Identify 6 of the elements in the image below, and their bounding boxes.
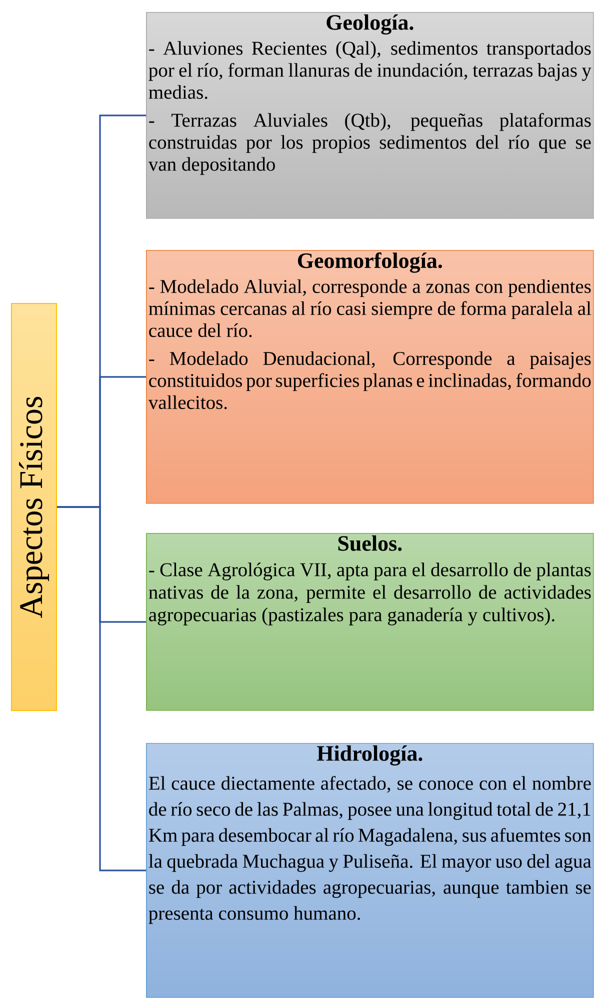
topic-box: Aspectos Físicos: [11, 303, 57, 711]
text-box: Suelos. - Clase Agrológica VII, apta para el desarrollo de plantas nativas de la zona, permite el desarrollo de actividades agropecuarias (pastizales para ganadería y cultivos).: [146, 533, 594, 711]
text-box: Geología. - Aluviones Recientes (Qal), sedimentos transportados por el río, forman llanuras de inundación, terrazas bajas y medias. - Terrazas Aluviales (Qtb), pequeñas plataformas construidas por los propios sedimentos del río que se van depositando: [146, 12, 594, 219]
text-box: Hidrología. El cauce diectamente afectado, se conoce con el nombre de río seco de las Palmas, posee una longitud total de 21,1 Km para desembocar al río Magadalena, sus afuemtes son la quebrada Muchagua y Puliseña. El mayor uso del agua se da por actividades agropecuarias, aunque tambien se presenta consumo humano.: [146, 743, 594, 998]
text-box: Geomorfología. - Modelado Aluvial, corresponde a zonas con pendientes mínimas cercanas al río casi siempre de forma paralela al cauce del río. - Modelado Denudacional, Corresponde a paisajes constituidos por superficies planas e inclinadas, formando vallecitos.: [146, 250, 594, 504]
connector-line: [57, 506, 146, 872]
